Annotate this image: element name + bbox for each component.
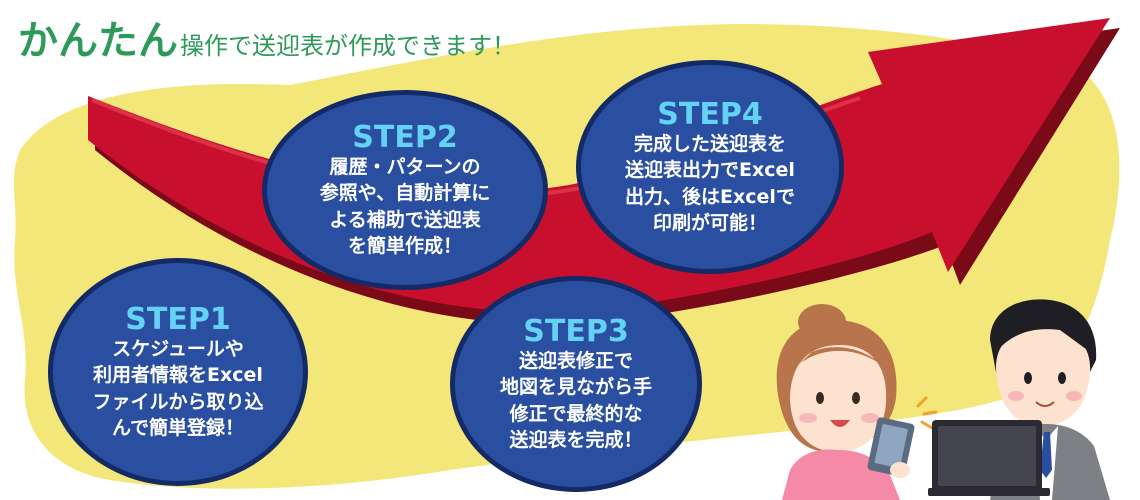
- step1-text: スケジュールや 利用者情報をExcel ファイルから取り込 んで簡単登録！: [92, 338, 264, 439]
- man-illustration: [928, 299, 1110, 500]
- step1-title: STEP1: [125, 302, 231, 338]
- step3-bubble: STEP3 送迎表修正で 地図を見ながら手 修正で最終的な 送迎表を完成！: [450, 276, 702, 492]
- woman-illustration: [776, 304, 938, 500]
- page-title: かんたん操作で送迎表が作成できます！: [18, 8, 516, 66]
- step2-title: STEP2: [352, 120, 458, 156]
- step4-text: 完成した送迎表を 送迎表出力でExcel 出力、後はExcelで 印刷が可能！: [625, 133, 795, 234]
- step2-text: 履歴・パターンの 参照や、自動計算に よる補助で送迎表 を簡単作成！: [319, 156, 491, 257]
- step3-text: 送迎表修正で 地図を見ながら手 修正で最終的な 送迎表を完成！: [499, 350, 652, 451]
- step2-bubble: STEP2 履歴・パターンの 参照や、自動計算に よる補助で送迎表 を簡単作成！: [262, 90, 548, 290]
- step3-title: STEP3: [523, 314, 629, 350]
- title-sub: 操作で送迎表が作成できます！: [180, 32, 516, 60]
- step4-bubble: STEP4 完成した送迎表を 送迎表出力でExcel 出力、後はExcelで 印…: [576, 60, 844, 274]
- step4-title: STEP4: [657, 97, 763, 133]
- step1-bubble: STEP1 スケジュールや 利用者情報をExcel ファイルから取り込 んで簡単…: [48, 258, 308, 486]
- title-main: かんたん: [18, 18, 178, 64]
